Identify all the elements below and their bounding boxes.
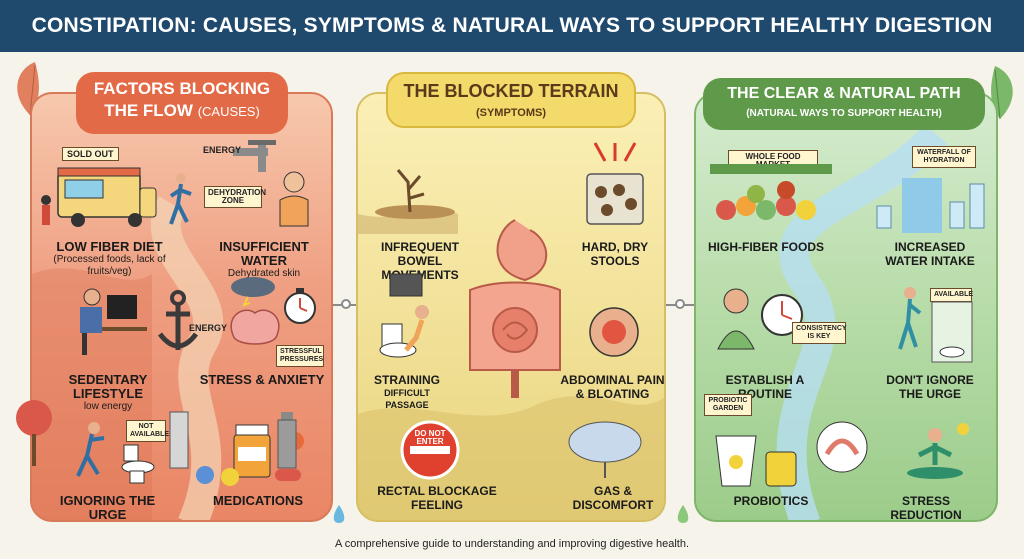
water-intake-label: INCREASED WATER INTAKE bbox=[880, 240, 980, 268]
low-fiber-desc: (Processed foods, lack of fruits/veg) bbox=[53, 254, 166, 277]
medications-title: MEDICATIONS bbox=[212, 493, 304, 508]
causes-title: FACTORS BLOCKING THE FLOW bbox=[93, 79, 271, 120]
straining-title: STRAINING bbox=[374, 373, 440, 387]
remedies-banner: THE CLEAR & NATURAL PATH (NATURAL WAYS T… bbox=[703, 78, 985, 130]
hurrying-person-icon bbox=[76, 422, 105, 477]
desk-worker-icon bbox=[80, 288, 147, 355]
causes-subtitle: (CAUSES) bbox=[197, 104, 260, 119]
gas-discomfort-title: GAS & DISCOMFORT bbox=[572, 484, 654, 512]
healthy-gut-icon bbox=[816, 421, 868, 473]
pressure-arrows-icon bbox=[593, 142, 637, 162]
ignoring-urge-label: IGNORING THE URGE bbox=[40, 494, 175, 522]
abdominal-pain-label: ABDOMINAL PAIN & BLOATING bbox=[555, 373, 670, 401]
anchor-icon bbox=[158, 290, 198, 350]
stress-reduction-label: STRESS REDUCTION bbox=[866, 494, 986, 522]
dont-ignore-label: DON'T IGNORE THE URGE bbox=[880, 373, 980, 401]
stool-jar-icon bbox=[586, 173, 644, 225]
insufficient-water-label: INSUFFICIENT WATER Dehydrated skin bbox=[198, 240, 330, 280]
fruit-basket-icon bbox=[710, 164, 832, 220]
stressful-pressures-sign: STRESSFUL PRESSURES bbox=[276, 345, 324, 367]
do-not-enter-text: DO NOT ENTER bbox=[414, 429, 446, 446]
storm-cloud-icon bbox=[231, 277, 275, 307]
stopwatch-icon bbox=[284, 288, 316, 324]
remedies-title: THE CLEAR & NATURAL PATH bbox=[727, 85, 961, 102]
sedentary-desc: low energy bbox=[83, 401, 133, 412]
title-bar: CONSTIPATION: CAUSES, SYMPTOMS & NATURAL… bbox=[0, 0, 1024, 52]
dead-tree-icon bbox=[375, 169, 455, 219]
rectal-blockage-label: RECTAL BLOCKAGE FEELING bbox=[372, 484, 502, 512]
toilet-icon bbox=[121, 444, 155, 484]
rectal-blockage-title: RECTAL BLOCKAGE FEELING bbox=[377, 484, 497, 512]
door-icon bbox=[169, 411, 189, 469]
ignoring-urge-title: IGNORING THE URGE bbox=[59, 493, 156, 522]
restroom-door-icon bbox=[931, 301, 973, 363]
water-intake-title: INCREASED WATER INTAKE bbox=[885, 240, 975, 268]
digestive-tract-icon bbox=[469, 219, 561, 398]
water-drop-icon bbox=[333, 505, 345, 523]
meditation-icon bbox=[907, 423, 969, 479]
stress-anxiety-title: STRESS & ANXIETY bbox=[199, 372, 325, 387]
connector-node-2 bbox=[675, 299, 685, 309]
sedentary-title: SEDENTARY LIFESTYLE bbox=[68, 372, 148, 401]
straining-desc: DIFFICULT PASSAGE bbox=[384, 388, 430, 410]
connector-node-1 bbox=[341, 299, 351, 309]
food-truck-icon bbox=[41, 167, 157, 227]
routine-label: ESTABLISH A ROUTINE bbox=[700, 373, 830, 401]
medications-label: MEDICATIONS bbox=[198, 494, 318, 508]
causes-banner: FACTORS BLOCKING THE FLOW (CAUSES) bbox=[76, 72, 288, 134]
energy-label-2: ENERGY bbox=[189, 323, 228, 333]
energy-label-1: ENERGY bbox=[203, 145, 242, 155]
high-fiber-title: HIGH-FIBER FOODS bbox=[708, 240, 824, 254]
do-not-enter-sign-icon bbox=[400, 420, 460, 480]
hard-stools-label: HARD, DRY STOOLS bbox=[570, 240, 660, 268]
probiotic-garden-sign: PROBIOTIC GARDEN bbox=[704, 394, 752, 416]
low-fiber-title: LOW FIBER DIET bbox=[56, 239, 163, 254]
low-fiber-label: LOW FIBER DIET (Processed foods, lack of… bbox=[42, 240, 177, 278]
stress-reduction-title: STRESS REDUCTION bbox=[890, 494, 962, 522]
probiotics-title: PROBIOTICS bbox=[733, 494, 809, 508]
sedentary-label: SEDENTARY LIFESTYLE low energy bbox=[38, 373, 178, 413]
walking-person-icon bbox=[898, 287, 922, 350]
waterfall-icon bbox=[876, 178, 985, 233]
path-road-icon bbox=[32, 196, 224, 520]
routine-title: ESTABLISH A ROUTINE bbox=[725, 373, 805, 401]
remedies-subtitle: (NATURAL WAYS TO SUPPORT HEALTH) bbox=[746, 108, 942, 119]
high-fiber-label: HIGH-FIBER FOODS bbox=[706, 240, 826, 254]
footer-caption: A comprehensive guide to understanding a… bbox=[334, 538, 690, 550]
not-available-sign: NOT AVAILABLE bbox=[126, 420, 169, 442]
tree-icon bbox=[16, 400, 52, 466]
water-drop-icon-2 bbox=[677, 505, 689, 523]
pill-bottle-icon bbox=[233, 424, 271, 478]
symptoms-banner: THE BLOCKED TERRAIN (SYMPTOMS) bbox=[386, 72, 636, 128]
dont-ignore-title: DON'T IGNORE THE URGE bbox=[886, 373, 974, 401]
river-path-icon bbox=[776, 123, 948, 520]
sold-out-sign: SOLD OUT bbox=[62, 147, 119, 161]
yogurt-jar-icon bbox=[715, 435, 797, 487]
consistency-sign: CONSISTENCY IS KEY bbox=[792, 322, 847, 344]
page-title: CONSTIPATION: CAUSES, SYMPTOMS & NATURAL… bbox=[31, 14, 993, 37]
brain-icon bbox=[230, 309, 280, 345]
symptoms-title: THE BLOCKED TERRAIN bbox=[403, 81, 619, 101]
bloated-belly-icon bbox=[589, 307, 639, 357]
symptoms-subtitle: (SYMPTOMS) bbox=[475, 107, 547, 119]
abdominal-pain-title: ABDOMINAL PAIN & BLOATING bbox=[560, 373, 665, 401]
straining-label: STRAINING DIFFICULT PASSAGE bbox=[362, 373, 452, 411]
waterfall-sign: WATERFALL OF HYDRATION bbox=[912, 146, 976, 168]
gas-cloud-icon bbox=[568, 421, 642, 478]
runner-icon bbox=[169, 173, 192, 225]
thirsty-person-icon bbox=[279, 171, 309, 227]
insufficient-water-title: INSUFFICIENT WATER bbox=[219, 239, 309, 268]
strain-person-icon bbox=[379, 273, 429, 358]
faucet-icon bbox=[233, 140, 276, 172]
bottles-icon bbox=[277, 412, 297, 469]
stress-anxiety-label: STRESS & ANXIETY bbox=[196, 373, 328, 387]
hard-stools-title: HARD, DRY STOOLS bbox=[581, 240, 649, 268]
gas-discomfort-label: GAS & DISCOMFORT bbox=[568, 484, 658, 512]
dehydration-zone-sign: DEHYDRATION ZONE bbox=[204, 186, 266, 208]
insufficient-water-desc: Dehydrated skin bbox=[227, 268, 301, 279]
probiotics-label: PROBIOTICS bbox=[716, 494, 826, 508]
